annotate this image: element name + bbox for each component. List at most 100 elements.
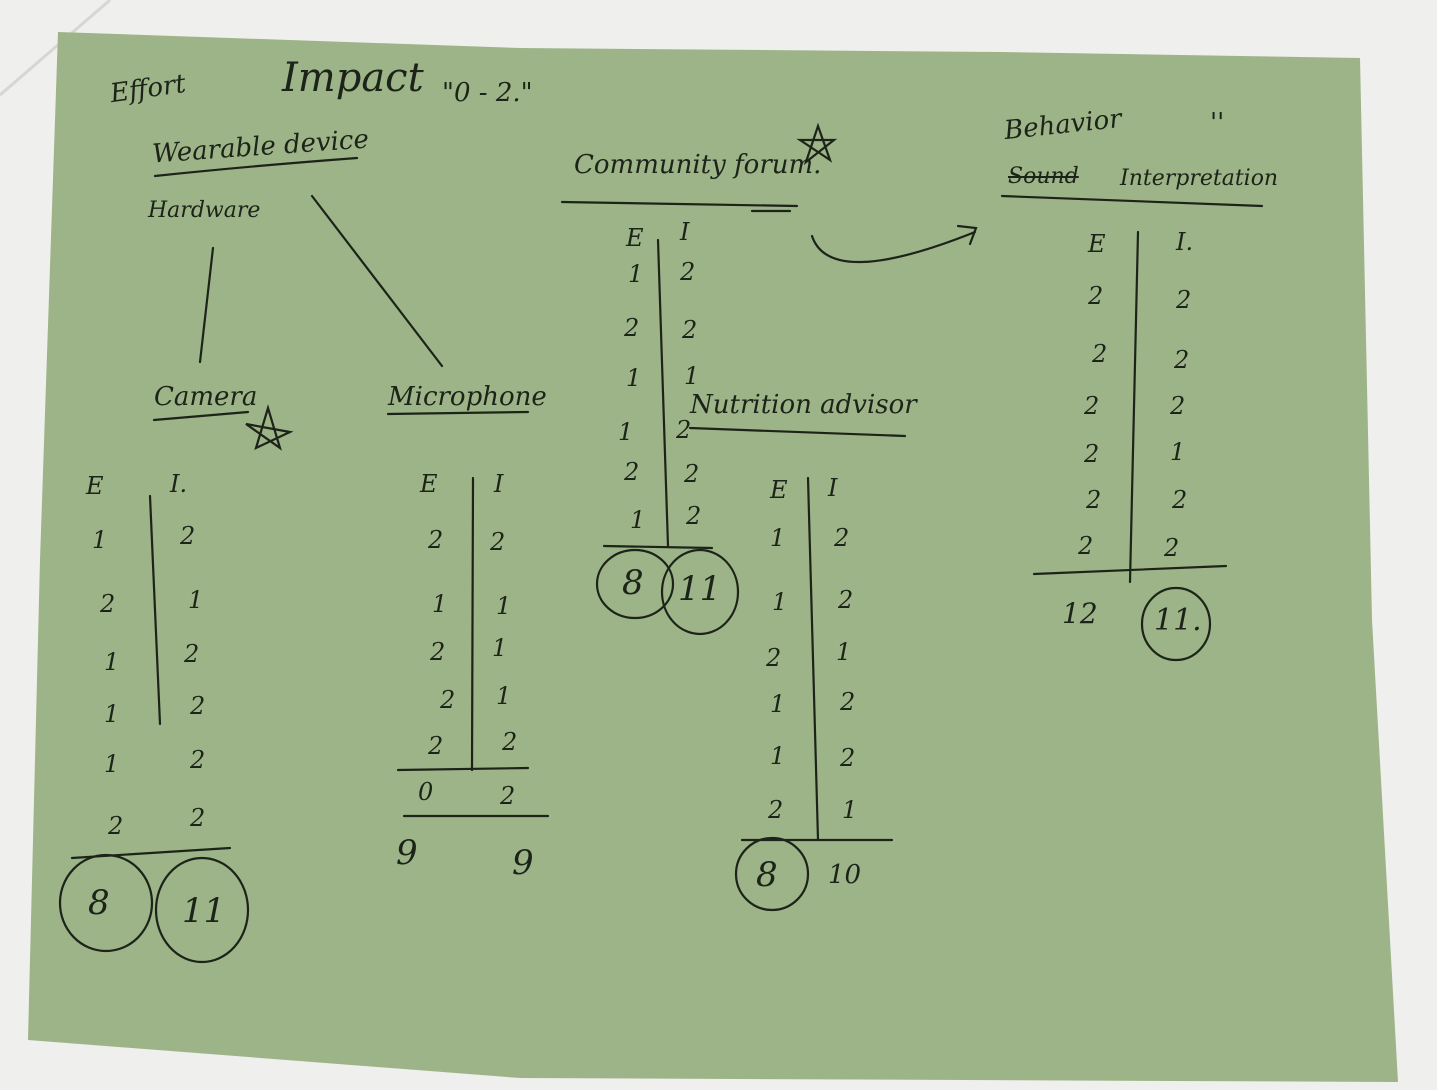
ditto-mark: '' [1210,108,1225,138]
scale-note: "0 - 2." [442,78,533,108]
behavior-total-impact: 11. [1154,603,1202,638]
behavior-struck-word: Sound [1008,164,1079,189]
community-e-value: 2 [624,458,640,486]
camera-i-value: 2 [190,692,206,720]
nutrition-e-value: 1 [770,742,786,770]
microphone-e-value: 2 [428,526,444,554]
microphone-i-value: 2 [500,782,516,810]
microphone-i-value: 2 [490,528,506,556]
camera-e-value: 1 [104,648,120,676]
microphone-vertical [470,476,475,772]
community-i-value: 2 [684,460,700,488]
camera-total-impact: 11 [182,891,226,931]
microphone-i-value: 1 [492,634,508,662]
behavior-e-value: 2 [1084,440,1100,468]
microphone-total-impact: 9 [512,843,534,883]
nutrition-e-value: 1 [770,524,786,552]
camera-vertical [148,494,162,726]
behavior-e-value: 2 [1084,392,1100,420]
behavior-i-value: 2 [1172,486,1188,514]
camera-total-i-circle [154,856,250,964]
star-camera [245,404,294,451]
microphone-i-value: 1 [496,592,512,620]
desk-edge [0,0,111,97]
behavior-i-value: 2 [1164,534,1180,562]
behavior-i-value: 2 [1174,346,1190,374]
camera-e-value: 1 [104,700,120,728]
camera-col-i: I. [170,470,188,498]
community-e-value: 1 [626,364,642,392]
nutrition-title: Nutrition advisor [690,390,917,420]
nutrition-i-value: 2 [840,688,856,716]
microphone-e-value: 2 [440,686,456,714]
camera-i-value: 2 [190,746,206,774]
camera-i-value: 1 [188,586,204,614]
microphone-hline1 [396,766,530,772]
behavior-col-e: E [1088,230,1106,258]
camera-e-value: 2 [100,590,116,618]
camera-col-e: E [86,472,104,500]
camera-underline [152,410,250,422]
camera-title: Camera [154,382,258,412]
community-e-value: 1 [628,260,644,288]
behavior-total-effort: 12 [1062,597,1098,630]
microphone-i-value: 1 [496,682,512,710]
microphone-underline [386,410,530,416]
nutrition-e-value: 1 [770,690,786,718]
community-total-e-circle [595,548,675,620]
camera-i-value: 2 [180,522,196,550]
community-title: Community forum. [574,150,822,180]
camera-total-effort: 8 [88,883,110,923]
behavior-col-i: I. [1176,228,1194,256]
microphone-title: Microphone [388,382,547,412]
community-col-e: E [626,224,644,252]
nutrition-vertical [806,476,820,842]
arrow-head [956,224,978,246]
microphone-total-effort: 9 [396,833,418,873]
community-i-value: 2 [686,502,702,530]
nutrition-e-value: 2 [768,796,784,824]
wearable-underline [153,156,359,178]
nutrition-i-value: 2 [838,586,854,614]
nutrition-i-value: 2 [834,524,850,552]
community-e-value: 1 [618,418,634,446]
microphone-e-value: 0 [418,778,434,806]
community-i-value: 1 [684,362,700,390]
nutrition-total-impact: 10 [828,860,862,890]
behavior-i-value: 2 [1170,392,1186,420]
community-total-impact: 11 [678,569,722,609]
behavior-i-value: 2 [1176,286,1192,314]
community-i-value: 2 [676,416,692,444]
behavior-i-value: 1 [1170,438,1186,466]
wearable-to-microphone-line [310,194,444,368]
nutrition-col-e: E [770,476,788,504]
camera-i-value: 2 [184,640,200,668]
community-vertical [656,238,670,548]
wearable-subtitle: Hardware [148,198,261,223]
behavior-underline [1000,194,1264,208]
nutrition-col-i: I [828,474,838,502]
community-total-effort: 8 [622,563,644,603]
microphone-col-e: E [420,470,438,498]
camera-e-value: 1 [92,526,108,554]
behavior-e-value: 2 [1092,340,1108,368]
nutrition-total-e-circle [734,836,810,912]
behavior-vertical [1128,230,1140,584]
microphone-col-i: I [494,470,504,498]
nutrition-i-value: 1 [836,638,852,666]
microphone-i-value: 2 [502,728,518,756]
behavior-e-value: 2 [1086,486,1102,514]
camera-total-e-circle [58,853,154,953]
behavior-hline [1032,564,1228,576]
wearable-to-camera-line [198,246,215,364]
microphone-e-value: 2 [428,732,444,760]
behavior-total-i-circle [1140,586,1212,662]
nutrition-e-value: 1 [772,588,788,616]
nutrition-i-value: 2 [840,744,856,772]
nutrition-total-effort: 8 [756,855,778,895]
star-community [796,122,838,166]
behavior-subtitle: Interpretation [1120,166,1279,191]
arrow-curve [810,230,977,264]
community-e-value: 1 [630,506,646,534]
